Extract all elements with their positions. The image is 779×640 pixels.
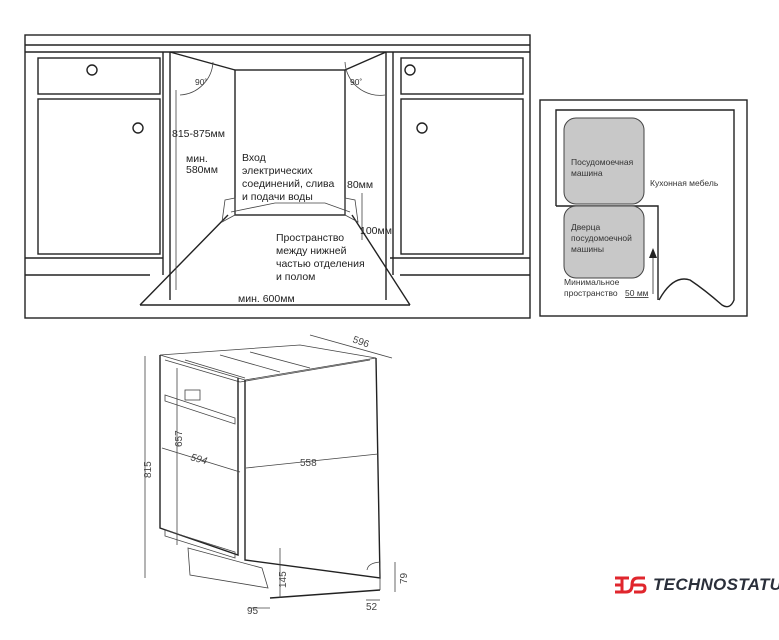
height-total-label: 815 bbox=[143, 461, 154, 478]
brand-logo-icon bbox=[615, 576, 647, 594]
door-label-1: Дверца bbox=[571, 222, 600, 232]
svg-text:между нижней: между нижней bbox=[276, 245, 347, 257]
door-label-3: машины bbox=[571, 244, 604, 254]
svg-text:и подачи воды: и подачи воды bbox=[242, 191, 313, 203]
angle-left-label: 90˚ bbox=[195, 77, 207, 87]
min-space-label-2: пространство bbox=[564, 288, 618, 298]
height-range-label: 815-875мм bbox=[172, 128, 225, 140]
dim-80-label: 80мм bbox=[347, 179, 373, 191]
dishwasher-label-1: Посудомоечная bbox=[571, 157, 634, 167]
min-depth-label-2: 580мм bbox=[186, 164, 218, 176]
floor-space-label: Пространство между нижней частью отделен… bbox=[276, 232, 365, 283]
width-label: 594 bbox=[189, 452, 208, 467]
svg-text:электрических: электрических bbox=[242, 165, 313, 177]
svg-text:и полом: и полом bbox=[276, 271, 315, 283]
brand-logo: TECHNOSTATUS bbox=[612, 574, 779, 596]
svg-text:частью отделения: частью отделения bbox=[276, 258, 365, 270]
height-front-label: 657 bbox=[174, 430, 185, 447]
svg-text:Пространство: Пространство bbox=[276, 232, 344, 244]
clearance-diagram: Посудомоечная машина Кухонная мебель Две… bbox=[539, 99, 748, 317]
furniture-label: Кухонная мебель bbox=[650, 178, 719, 188]
dishwasher-dimensions-drawing: 596 815 657 594 558 145 95 79 52 bbox=[143, 334, 410, 617]
min-space-value: 50 мм bbox=[625, 288, 649, 298]
plinth-height-label: 145 bbox=[278, 571, 289, 588]
min-width-label: мин. 600мм bbox=[238, 293, 295, 305]
plinth-depth-label: 95 bbox=[247, 606, 259, 617]
svg-text:Вход: Вход bbox=[242, 152, 266, 164]
svg-text:соединений, слива: соединений, слива bbox=[242, 178, 335, 190]
brand-name: TECHNOSTATUS bbox=[653, 575, 779, 594]
dim-100-label: 100мм bbox=[360, 225, 392, 237]
dishwasher-label-2: машина bbox=[571, 168, 603, 178]
rear-height-label: 79 bbox=[399, 572, 410, 584]
angle-right-label: 90˚ bbox=[350, 77, 362, 87]
niche-diagram: 90˚ 90˚ 815-875мм мин. 580мм Вход электр… bbox=[24, 34, 531, 319]
min-depth-label-1: мин. bbox=[186, 153, 208, 165]
depth-top-label: 596 bbox=[351, 334, 371, 350]
rear-depth-label: 52 bbox=[366, 602, 378, 613]
connections-label: Вход электрических соединений, слива и п… bbox=[242, 152, 335, 203]
min-space-label-1: Минимальное bbox=[564, 277, 620, 287]
door-label-2: посудомоечной bbox=[571, 233, 632, 243]
depth-label: 558 bbox=[300, 458, 317, 469]
